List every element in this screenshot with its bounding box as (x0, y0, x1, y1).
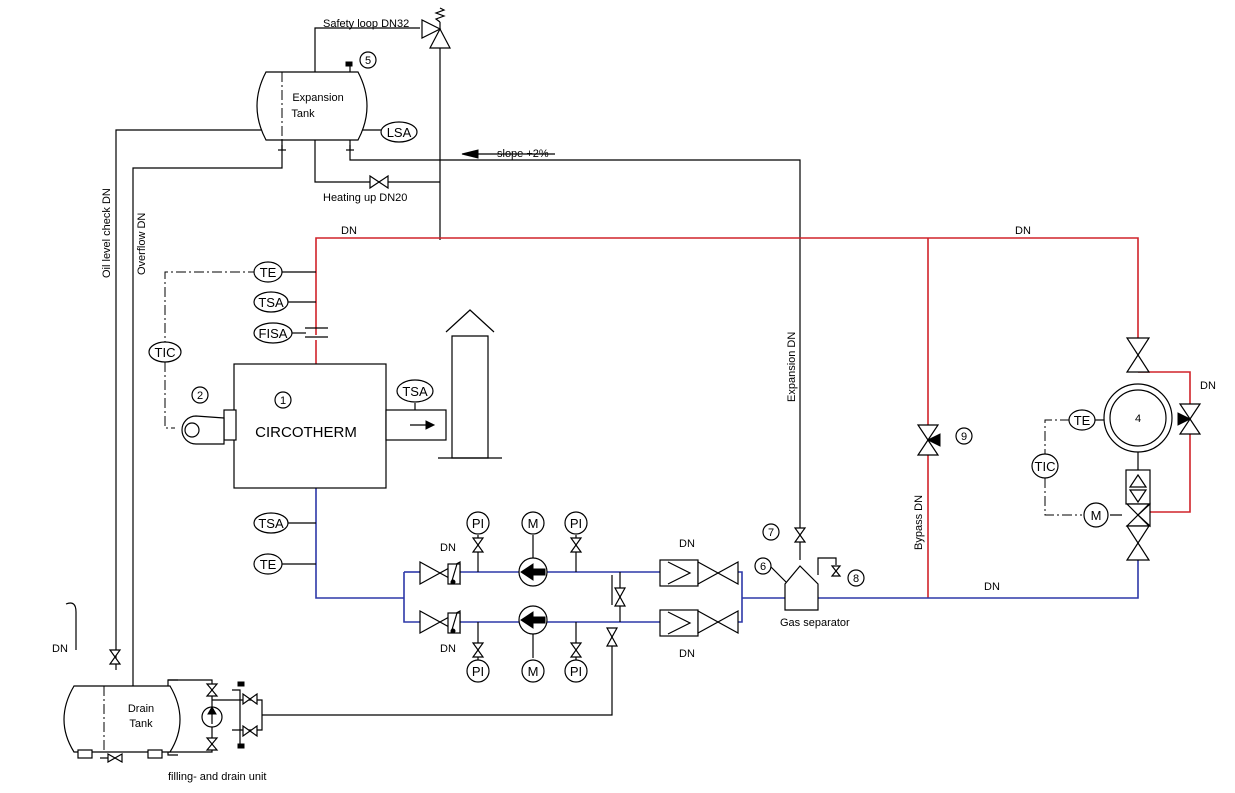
tsa-indicator-flue (396, 379, 434, 403)
pi-label-4: PI (570, 664, 582, 679)
heating-up-valve (369, 174, 389, 190)
callout-5: 5 (365, 55, 371, 67)
pi-label-2: PI (570, 516, 582, 531)
fisa-indicator (253, 322, 293, 344)
fisa-label: FISA (259, 326, 288, 341)
dn-label-top-right: DN (1015, 225, 1031, 237)
motor-indicator-3 (1083, 502, 1109, 528)
callout-8: 8 (853, 573, 859, 585)
tic-indicator-1 (148, 341, 182, 363)
safety-loop-label: Safety loop DN32 (323, 18, 409, 30)
gas-separator-label: Gas separator (780, 617, 850, 629)
lsa-label: LSA (387, 125, 412, 140)
oil-level-check-label: Oil level check DN (101, 188, 113, 278)
flue-and-chimney (385, 309, 502, 459)
circotherm-heater: CIRCOTHERM (233, 363, 387, 489)
dn-label-consumer-valve: DN (1200, 380, 1216, 392)
tsa-label-flue: TSA (402, 384, 428, 399)
dn-label-filter-top: DN (679, 538, 695, 550)
dn-label-pump-top: DN (440, 542, 456, 554)
number-callouts: 5 1 2 4 7 6 8 9 (191, 51, 1141, 587)
pipe-labels: Safety loop DN32 slope +2% Heating up DN… (52, 18, 1216, 783)
tic-label-2: TIC (1035, 459, 1056, 474)
dn-label-filter-bottom: DN (679, 648, 695, 660)
expansion-tank-label-1: Expansion (292, 92, 343, 104)
consumer-unit (1103, 337, 1202, 561)
dn-label-pump-bottom: DN (440, 643, 456, 655)
drain-tank-label-1: Drain (128, 703, 154, 715)
motor-indicator-1 (521, 511, 545, 535)
callout-2: 2 (197, 390, 203, 402)
bypass-valve (916, 424, 941, 456)
flow-flange (305, 327, 328, 338)
pi-indicator-1 (466, 511, 490, 535)
slope-label: slope +2% (497, 148, 549, 160)
supply-piping (315, 237, 1191, 598)
filling-drain-label: filling- and drain unit (168, 771, 266, 783)
te-label-2: TE (260, 557, 277, 572)
dn-label-drain: DN (52, 643, 68, 655)
heating-up-label: Heating up DN20 (323, 192, 407, 204)
pump-train (419, 537, 739, 658)
overflow-label: Overflow DN (136, 213, 148, 275)
pi-label-3: PI (472, 664, 484, 679)
callout-6: 6 (760, 561, 766, 573)
drain-tank: Drain Tank (63, 602, 181, 764)
bypass-dn-label: Bypass DN (913, 495, 925, 550)
safety-relief-valve (421, 7, 451, 49)
motor-indicator-2 (521, 659, 545, 683)
pi-indicator-4 (564, 659, 588, 683)
return-piping (315, 488, 1139, 623)
motor-label-2: M (528, 664, 539, 679)
te-label-3: TE (1074, 413, 1091, 428)
gas-separator (769, 527, 842, 611)
tic-label-1: TIC (155, 345, 176, 360)
te-indicator-2 (253, 553, 283, 575)
burner (181, 409, 237, 445)
te-label-1: TE (260, 265, 277, 280)
circotherm-label: CIRCOTHERM (255, 424, 357, 441)
tic-indicator-2 (1031, 453, 1059, 479)
tsa-label-1: TSA (258, 295, 284, 310)
drain-tank-label-2: Tank (129, 718, 153, 730)
lsa-indicator (380, 121, 418, 143)
motor-label-3: M (1091, 508, 1102, 523)
tsa-indicator-2 (253, 512, 289, 534)
callout-7: 7 (768, 527, 774, 539)
signal-lines (164, 271, 1082, 516)
motor-label-1: M (528, 516, 539, 531)
dn-label-top-left: DN (341, 225, 357, 237)
te-indicator-1 (253, 261, 283, 283)
callout-1: 1 (280, 395, 286, 407)
pi-indicator-3 (466, 659, 490, 683)
callout-4: 4 (1135, 413, 1141, 425)
filling-drain-unit (201, 681, 258, 751)
expansion-tank: Expansion Tank (256, 61, 368, 151)
te-indicator-3 (1068, 409, 1096, 431)
expansion-tank-label-2: Tank (291, 108, 315, 120)
black-piping (115, 27, 837, 756)
pi-indicator-2 (564, 511, 588, 535)
expansion-dn-label: Expansion DN (786, 332, 798, 402)
pi-label-1: PI (472, 516, 484, 531)
tsa-label-2: TSA (258, 516, 284, 531)
tsa-indicator-1 (253, 291, 289, 313)
dn-label-return: DN (984, 581, 1000, 593)
instrument-bubbles: TE TSA FISA TIC TSA LSA TSA TE PI PI PI … (148, 121, 1109, 683)
callout-9: 9 (961, 431, 967, 443)
